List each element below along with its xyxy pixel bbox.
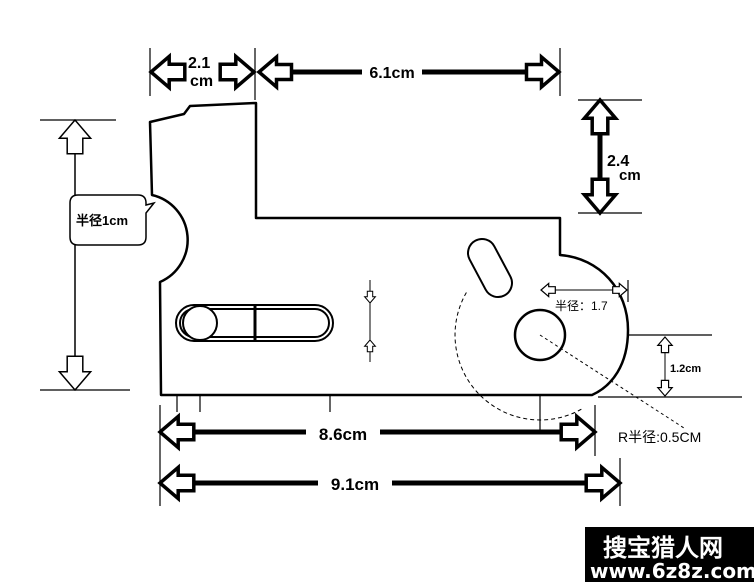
tab-width-arrowhead-left [148,52,187,92]
hole [513,308,567,362]
dimension-arrows [57,52,674,503]
hole-offset-arrowhead-bottom [656,379,674,397]
slot-width-arrowhead-top [363,290,377,304]
notch-radius-bubble [69,194,156,246]
end-radius-arrowhead-right [612,282,628,298]
overall-length-arrowhead-left [157,463,196,503]
notch-radius-label: 半径1cm [76,213,128,228]
upper-length-arrowhead-left [256,53,294,91]
angled-slot [467,237,513,299]
watermark-name: 搜宝猎人网 [603,534,723,562]
step-height-arrowhead-top [580,97,620,136]
hole-offset-arrowhead-top [656,336,674,354]
watermark: 搜宝猎人网 www.6z8z.com [585,527,754,582]
inner-length-arrowhead-left [157,412,196,452]
hole-radius-leader [539,334,685,429]
part-outline [148,101,630,397]
overall-length-arrowhead-right [584,463,623,503]
tab-width-unit: cm [190,73,213,90]
construction-arc [454,292,583,421]
watermark-url: www.6z8z.com [590,559,754,582]
upper-length-arrowhead-right [524,53,562,91]
end-radius-label: 半径：1.7 [555,299,608,313]
tab-width-value: 2.1 [188,55,210,72]
step-height-value: 2.4 [607,153,629,170]
step-height-arrowhead-bottom [580,177,620,216]
upper-length-label: 6.1cm [369,65,414,82]
hole-offset-label: 1.2cm [670,363,701,375]
inner-length-label: 8.6cm [319,425,367,444]
slot-pin-circle [182,305,218,341]
hole-radius-label: R半径:0.5CM [618,429,701,445]
left-height-arrowhead-bottom [57,355,93,392]
end-radius-arrowhead-left [540,282,556,298]
step-height-unit: cm [619,167,641,184]
tab-width-arrowhead-right [218,52,257,92]
left-height-arrowhead-top [57,118,93,155]
watermark-background [585,527,754,582]
slot-width-arrowhead-bottom [363,339,377,353]
inner-length-arrowhead-right [559,412,598,452]
overall-length-label: 9.1cm [331,475,379,494]
